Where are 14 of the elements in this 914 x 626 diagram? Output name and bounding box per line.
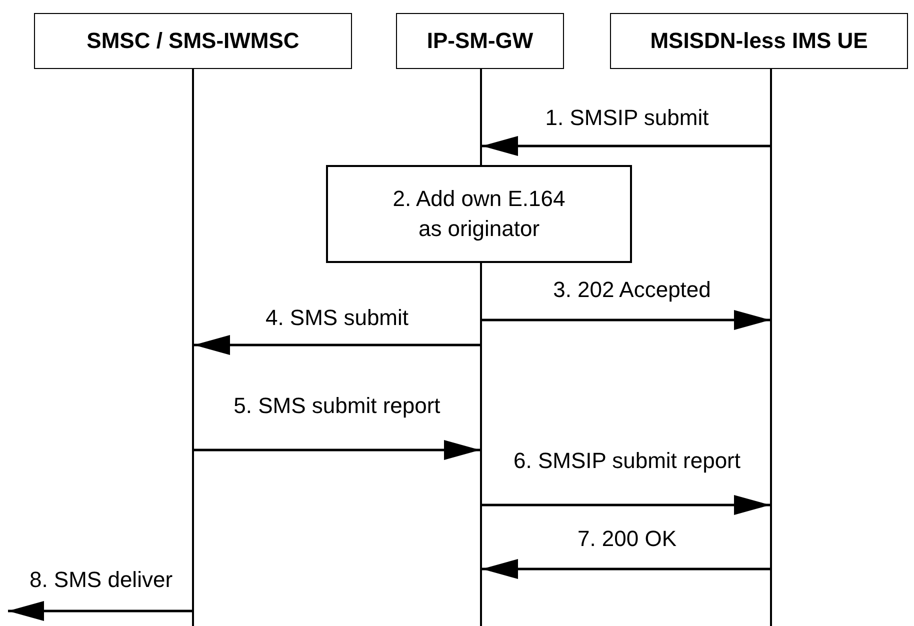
message-arrow	[194, 335, 480, 355]
lifeline	[770, 69, 772, 626]
message-arrow	[482, 310, 770, 330]
lifeline	[192, 69, 194, 626]
message-arrow	[8, 601, 192, 621]
lifeline	[480, 69, 482, 626]
participant-box: SMSC / SMS-IWMSC	[34, 13, 352, 69]
participant-box: MSISDN-less IMS UE	[610, 13, 908, 69]
message-arrow	[482, 559, 770, 579]
process-box: 2. Add own E.164 as originator	[326, 165, 632, 263]
participant-box: IP-SM-GW	[396, 13, 564, 69]
message-arrow	[194, 440, 480, 460]
message-arrow	[482, 495, 770, 515]
message-arrow	[482, 136, 770, 156]
